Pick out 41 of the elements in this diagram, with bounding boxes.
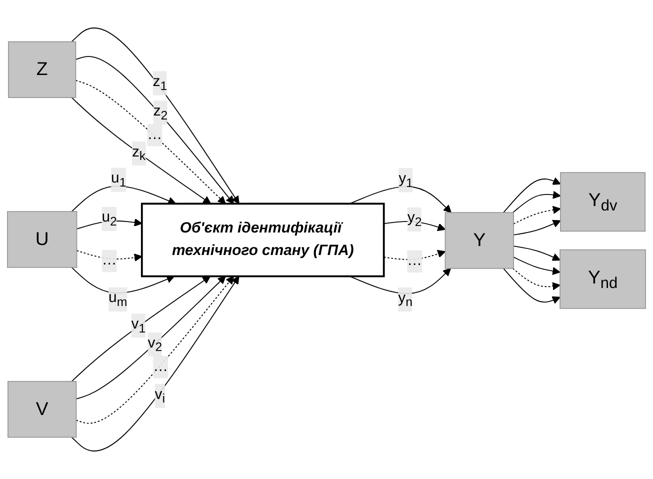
edge-label: y$_{1}$ (398, 170, 413, 190)
edge-label: u$_{m}$ (108, 290, 128, 309)
arrow (513, 206, 561, 224)
edge-label: u$_{1}$ (111, 170, 126, 190)
node-box: Об'єкт ідентифікації технічного стану (ГПА) (140, 202, 385, 278)
arrow (512, 190, 561, 214)
edge-label: u$_{2}$ (102, 210, 117, 228)
node-box: V (8, 380, 77, 438)
edge-label: … (102, 252, 117, 268)
edge-label: z$_{1}$ (152, 74, 168, 93)
arrow (71, 28, 240, 204)
edge-label: v$_{1}$ (131, 316, 146, 336)
arrow (71, 276, 211, 382)
node-box: U (6, 211, 78, 268)
arrow (512, 268, 560, 290)
arrow (513, 246, 560, 261)
arrow (76, 276, 226, 400)
arrow (71, 276, 240, 452)
arrow (76, 250, 142, 262)
edge-label: v$_{2}$ (148, 335, 162, 354)
edge-label: y$_{n}$ (398, 290, 412, 309)
node-box: Y$_{dv}$ (560, 172, 646, 232)
arrow (71, 97, 212, 204)
edge-label: z$_{k}$ (132, 144, 146, 164)
node-box: Z (8, 41, 76, 98)
arrow (75, 56, 234, 204)
edge-label: z$_{2}$ (153, 103, 168, 122)
edge-label: v$_{i}$ (154, 386, 165, 406)
edge-label: y$_{2}$ (407, 210, 422, 229)
arrow (513, 220, 561, 236)
edge-label: … (147, 126, 162, 143)
arrow (75, 80, 226, 204)
edge-label: … (407, 253, 422, 269)
edge-label: … (153, 358, 168, 375)
node-box: Y$_{nd}$ (560, 249, 646, 309)
node-box: Y (444, 212, 514, 269)
arrow (503, 268, 560, 304)
arrow (503, 177, 561, 214)
arrow (383, 250, 446, 260)
arrow (76, 276, 234, 424)
arrow (513, 256, 560, 276)
